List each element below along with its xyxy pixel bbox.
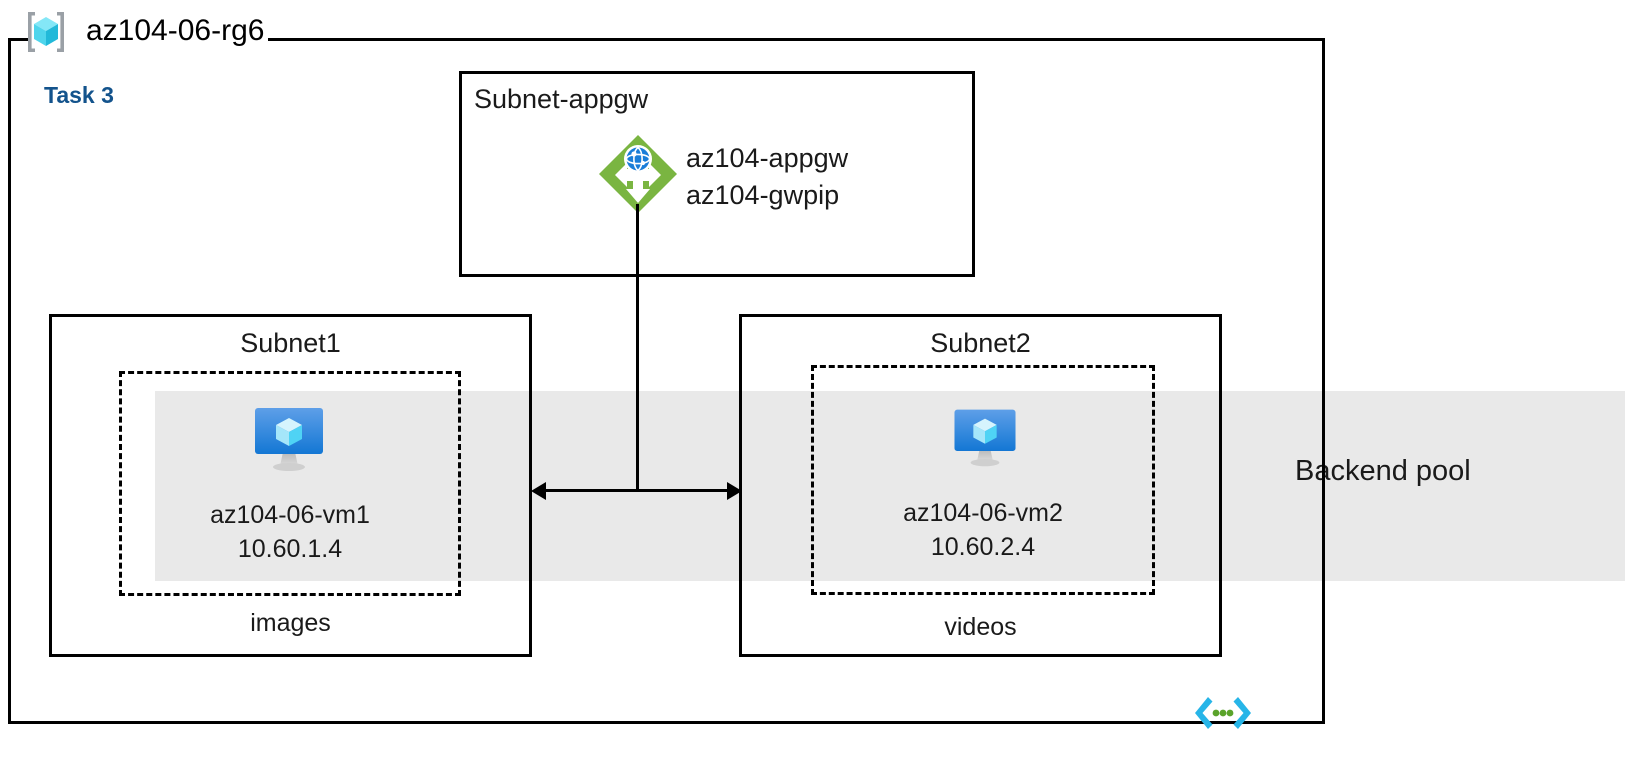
rg-border-top-left [8, 38, 30, 41]
appgw-name: az104-appgw [686, 143, 849, 173]
task-label: Task 3 [44, 82, 114, 108]
subnet2-sublabel: videos [944, 613, 1017, 641]
vm2-labels: az104-06-vm2 10.60.2.4 [811, 496, 1155, 564]
backend-pool-band [155, 391, 1625, 581]
subnet-connector-line [540, 489, 734, 492]
subnet2-title: Subnet2 [930, 328, 1031, 358]
arrowhead-left-icon [531, 482, 546, 500]
rg-border-right [1322, 38, 1325, 724]
vm1-labels: az104-06-vm1 10.60.1.4 [119, 498, 461, 566]
arrowhead-right-icon [727, 482, 742, 500]
rg-border-top-right [268, 38, 1325, 41]
subnet1-title: Subnet1 [240, 328, 341, 358]
vm2-name: az104-06-vm2 [903, 499, 1063, 527]
subnet-appgw-title: Subnet-appgw [474, 84, 649, 114]
vm1-ip: 10.60.1.4 [237, 535, 343, 563]
subnet2-vm-dashed-group [811, 365, 1155, 595]
vm1-name: az104-06-vm1 [210, 501, 370, 529]
subnet1-box [49, 314, 532, 657]
subnet-appgw-box [459, 71, 975, 277]
virtual-network-icon [1194, 694, 1252, 732]
gwpip-name: az104-gwpip [686, 180, 840, 210]
subnet2-box [739, 314, 1222, 657]
subnet1-sublabel: images [250, 609, 331, 637]
resource-group-title: az104-06-rg6 [86, 14, 265, 47]
appgw-vertical-connector [636, 204, 639, 492]
application-gateway-icon [597, 133, 679, 215]
virtual-machine-icon [950, 406, 1020, 469]
appgw-resource-names: az104-appgw az104-gwpip [686, 140, 848, 214]
vm2-ip: 10.60.2.4 [930, 533, 1036, 561]
resource-group-cube-icon [22, 8, 70, 56]
virtual-machine-icon [250, 404, 328, 474]
rg-border-bottom [8, 721, 1325, 724]
rg-border-left [8, 38, 11, 724]
subnet1-vm-dashed-group [119, 371, 461, 596]
